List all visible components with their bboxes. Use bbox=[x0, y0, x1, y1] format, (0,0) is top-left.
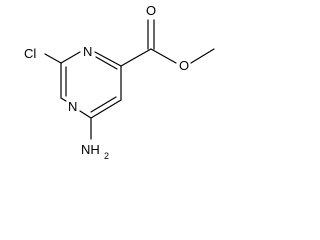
nitrogen-atom-label-bottom: N bbox=[68, 99, 77, 114]
bond-n1-c6-inner bbox=[95, 56, 118, 70]
structure-diagram: N N Cl O O NH 2 bbox=[24, 3, 215, 161]
amine-subscript: 2 bbox=[104, 151, 109, 161]
ester-oxygen-label: O bbox=[179, 58, 189, 73]
bond-ester-oxygen-methyl bbox=[190, 48, 215, 64]
bond-n3-c2 bbox=[60, 97, 67, 102]
bond-n1-c6 bbox=[94, 51, 122, 67]
bond-c5-c4-inner bbox=[90, 96, 117, 113]
bond-c5-c4 bbox=[90, 99, 122, 119]
bond-c6-carbonyl-carbon bbox=[120, 48, 152, 67]
molecule-canvas: N N Cl O O NH 2 bbox=[24, 3, 215, 161]
nitrogen-atom-label-top: N bbox=[83, 44, 92, 59]
bond-c4-n3 bbox=[79, 110, 92, 119]
bond-c2-n1 bbox=[60, 51, 81, 64]
amine-group-label: NH bbox=[81, 142, 100, 157]
bond-carbonyl-ester-oxygen bbox=[150, 48, 177, 64]
chlorine-atom-label: Cl bbox=[24, 46, 36, 61]
bond-c2-cl bbox=[44, 53, 62, 64]
carbonyl-oxygen-label: O bbox=[146, 3, 156, 18]
